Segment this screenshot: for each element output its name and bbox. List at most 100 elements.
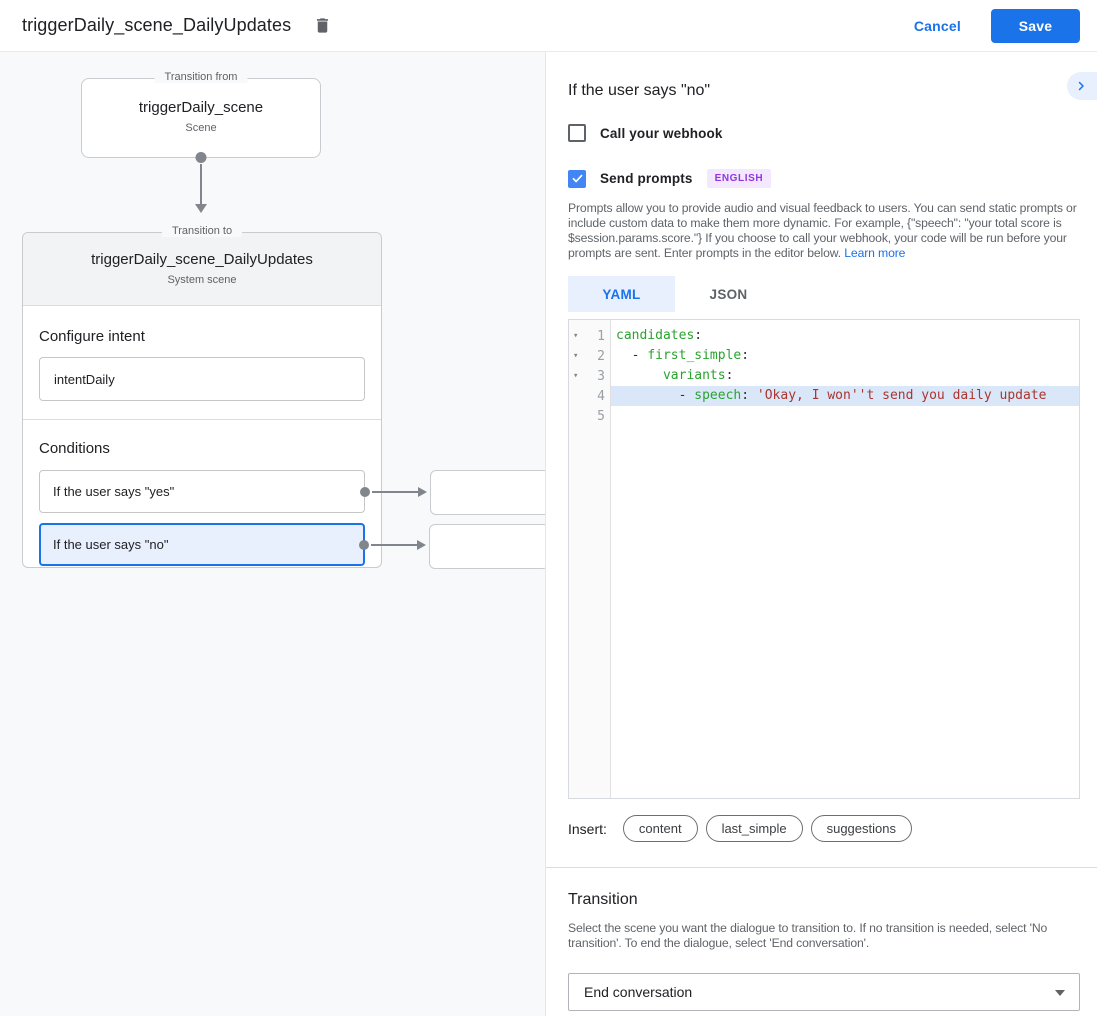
insert-row: Insert: content last_simple suggestions — [568, 815, 1080, 842]
transition-from-legend: Transition from — [154, 71, 248, 83]
insert-pill-last_simple[interactable]: last_simple — [705, 815, 803, 842]
condition-label: If the user says "yes" — [53, 484, 175, 499]
condition-list: If the user says "yes" If the user says "… — [39, 470, 545, 569]
scene-card-header[interactable]: triggerDaily_scene_DailyUpdates System s… — [23, 233, 381, 306]
connector-arrowhead-icon — [418, 486, 427, 497]
line-number: 2 — [597, 348, 605, 364]
insert-pill-content[interactable]: content — [622, 815, 698, 842]
code-token-plain — [616, 368, 663, 383]
fold-toggle-icon[interactable]: ▾ — [573, 331, 579, 341]
webhook-checkbox[interactable] — [568, 124, 586, 142]
code-line: - speech: 'Okay, I won''t send you daily… — [611, 386, 1079, 406]
connector-line — [372, 490, 420, 493]
panel-title: If the user says "no" — [568, 82, 711, 99]
transition-target-box[interactable] — [430, 470, 545, 515]
code-token-plain: - — [616, 388, 695, 403]
code-line: variants: — [611, 366, 1079, 386]
fold-toggle-icon[interactable]: ▾ — [573, 371, 579, 381]
configure-intent-heading: Configure intent — [39, 328, 145, 345]
condition-label: If the user says "no" — [53, 537, 169, 552]
from-scene-subtitle: Scene — [185, 122, 217, 134]
detail-panel: If the user says "no" Call your webhook … — [546, 52, 1097, 1016]
transition-description: Select the scene you want the dialogue t… — [568, 921, 1048, 950]
to-scene-subtitle: System scene — [167, 274, 237, 286]
header: triggerDaily_scene_DailyUpdates Cancel S… — [0, 0, 1097, 52]
transition-target-box[interactable] — [429, 524, 545, 569]
send-prompts-row: Send prompts ENGLISH — [568, 169, 1080, 188]
editor-code-area[interactable]: candidates: - first_simple: variants: - … — [611, 320, 1079, 798]
delete-scene-button[interactable] — [313, 16, 332, 35]
transition-dropdown[interactable]: End conversation — [568, 973, 1080, 1011]
code-token-key: first_simple — [647, 348, 742, 363]
connector-line — [200, 164, 202, 205]
conditions-heading: Conditions — [39, 440, 110, 457]
code-token-plain: : — [741, 348, 750, 363]
insert-pill-suggestions[interactable]: suggestions — [810, 815, 912, 842]
send-prompts-checkbox[interactable] — [568, 169, 586, 188]
to-scene-title: triggerDaily_scene_DailyUpdates — [91, 251, 313, 268]
transition-to-legend: Transition to — [161, 225, 243, 237]
insert-pill-list: content last_simple suggestions — [615, 815, 912, 842]
chevron-right-icon — [1075, 80, 1087, 92]
connector-dot — [359, 539, 369, 550]
connector-dot — [195, 152, 207, 163]
code-token-key: variants — [662, 368, 726, 383]
gutter-line: ▾1 — [569, 326, 610, 346]
webhook-label: Call your webhook — [600, 125, 723, 141]
caret-down-icon — [1055, 990, 1065, 996]
prompts-description-text: Prompts allow you to provide audio and v… — [568, 201, 1077, 260]
prompts-description: Prompts allow you to provide audio and v… — [568, 201, 1080, 261]
page-title: triggerDaily_scene_DailyUpdates — [22, 15, 292, 35]
tab-json[interactable]: JSON — [675, 276, 782, 312]
code-token-plain: - — [616, 348, 648, 363]
line-number: 1 — [597, 328, 605, 344]
scene-canvas: Transition from triggerDaily_scene Scene… — [0, 52, 546, 1016]
learn-more-link[interactable]: Learn more — [844, 246, 906, 260]
connector-dot — [360, 486, 370, 497]
tab-yaml[interactable]: YAML — [568, 276, 675, 312]
line-number: 3 — [597, 368, 605, 384]
configure-intent-section: Configure intent intentDaily — [39, 306, 365, 401]
save-button[interactable]: Save — [991, 8, 1080, 43]
cancel-button[interactable]: Cancel — [913, 17, 961, 34]
fold-toggle-icon[interactable]: ▾ — [573, 351, 579, 361]
send-prompts-label: Send prompts — [600, 171, 693, 186]
code-line: - first_simple: — [611, 346, 1079, 366]
language-badge: ENGLISH — [706, 169, 772, 188]
code-token-string: 'Okay, I won''t send you daily update — [756, 388, 1047, 403]
transition-from-node[interactable]: Transition from triggerDaily_scene Scene — [81, 71, 321, 163]
code-token-key: speech — [694, 388, 742, 403]
condition-item-1[interactable]: If the user says "no" — [39, 523, 545, 569]
code-line — [611, 406, 1079, 426]
section-divider — [546, 867, 1097, 868]
code-token-key: candidates — [616, 328, 695, 343]
gutter-line: 4 — [569, 386, 610, 406]
condition-item-0[interactable]: If the user says "yes" — [39, 470, 545, 515]
gutter-line: 5 — [569, 406, 610, 426]
conditions-section: Conditions If the user says "yes"If the … — [39, 420, 545, 569]
code-line: candidates: — [611, 326, 1079, 346]
insert-label: Insert: — [568, 820, 607, 837]
code-token-plain: : — [694, 328, 703, 343]
collapse-panel-button[interactable] — [1067, 72, 1097, 100]
connector-arrowhead-icon — [417, 539, 426, 550]
transition-heading: Transition — [568, 891, 638, 908]
intent-field[interactable]: intentDaily — [39, 357, 365, 401]
card-divider — [23, 419, 381, 420]
checkmark-icon — [571, 172, 584, 185]
from-scene-title: triggerDaily_scene — [138, 99, 264, 116]
code-token-plain: : — [725, 368, 734, 383]
transition-dropdown-value: End conversation — [584, 984, 693, 1000]
code-token-plain: : — [741, 388, 757, 403]
transition-to-card: Transition to triggerDaily_scene_DailyUp… — [22, 225, 545, 569]
gutter-line: ▾3 — [569, 366, 610, 386]
trash-icon — [313, 16, 332, 35]
connector-arrowhead-icon — [195, 204, 207, 213]
connector-line — [371, 543, 419, 546]
gutter-line: ▾2 — [569, 346, 610, 366]
webhook-row: Call your webhook — [568, 124, 1080, 142]
line-number: 5 — [597, 408, 605, 424]
